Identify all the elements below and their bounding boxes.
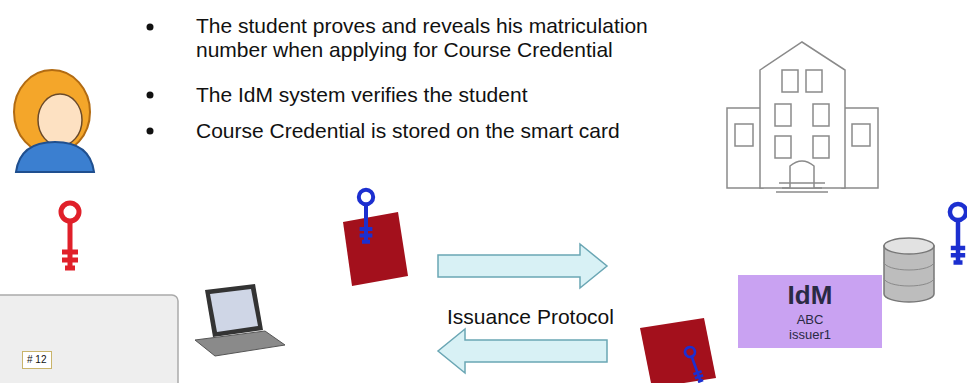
laptop	[195, 284, 285, 356]
card-number-box: # 12	[22, 351, 52, 369]
key-icon	[950, 204, 966, 264]
key-icon	[684, 346, 706, 383]
university-building	[727, 42, 878, 192]
credential-card	[640, 318, 716, 383]
node-text: IdM	[748, 281, 872, 309]
student-avatar	[14, 70, 94, 172]
bullet-dot	[147, 92, 154, 99]
database-cylinder	[884, 238, 934, 302]
credential-card	[343, 212, 408, 286]
block-arrow	[438, 329, 607, 373]
node-text: ABC issuer1	[780, 312, 840, 342]
bullet-text: The IdM system verifies the student	[196, 83, 716, 107]
bullet-text: Course Credential is stored on the smart…	[196, 119, 716, 143]
idm-issuer-box: IdM ABC issuer1	[738, 275, 882, 348]
bullet-dot	[147, 24, 154, 31]
node-text: # 12	[27, 354, 47, 366]
protocol-label: Issuance Protocol	[447, 305, 614, 329]
key-icon	[61, 203, 79, 270]
bullet-text: The student proves and reveals his matri…	[196, 14, 716, 62]
block-arrow	[438, 244, 607, 288]
key-icon	[359, 190, 373, 244]
smart-card	[0, 295, 178, 383]
bullet-dot	[147, 128, 154, 135]
